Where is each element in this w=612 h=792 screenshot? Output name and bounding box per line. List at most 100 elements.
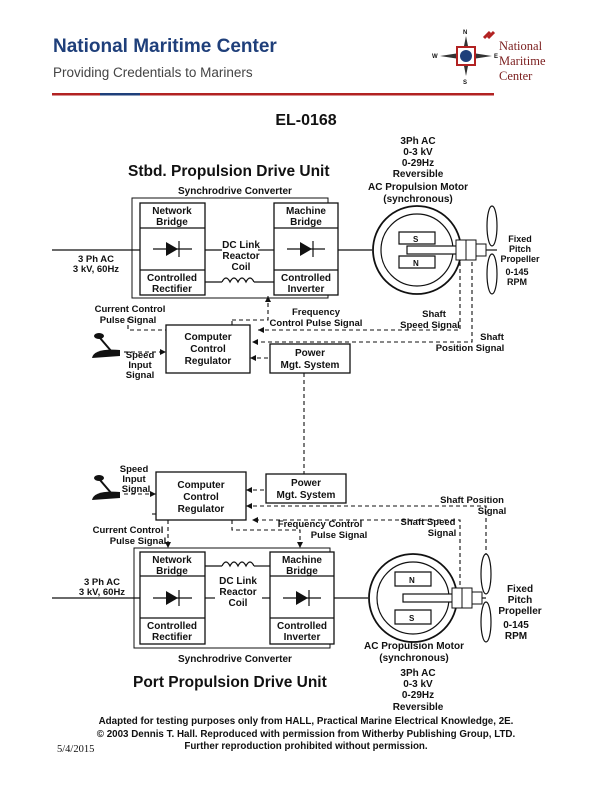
port-propeller-icon — [480, 553, 492, 643]
port-motor-spec: 0-29Hz — [402, 690, 434, 701]
stbd-controlled-rectifier: Rectifier — [152, 284, 192, 295]
compass-n: N — [463, 30, 467, 36]
footer-line: Further reproduction prohibited without … — [184, 741, 428, 752]
stbd-supply-label: 3 Ph AC — [78, 254, 114, 265]
stbd-motor-spec: AC Propulsion Motor — [368, 182, 468, 193]
stbd-motor-spec: (synchronous) — [383, 194, 452, 205]
stbd-propeller-label: Fixed — [508, 234, 532, 244]
stbd-motor-icon: S N — [372, 205, 464, 295]
port-rectifier-block: Network Bridge Controlled Rectifier — [139, 551, 206, 645]
compass-w: W — [432, 54, 438, 60]
stbd-frequency-control: Frequency — [292, 307, 341, 318]
stbd-speed-input: Input — [128, 360, 152, 371]
footer-line: © 2003 Dennis T. Hall. Reproduced with p… — [96, 728, 516, 740]
port-dc-link-label: Reactor — [219, 587, 256, 598]
port-computer-label: Computer — [177, 480, 224, 491]
stbd-rpm: 0-145 — [505, 267, 528, 277]
diode-icon — [287, 241, 325, 257]
stbd-network-bridge: Bridge — [156, 217, 188, 228]
stbd-dc-link-label: DC Link — [222, 240, 260, 251]
coil-icon — [221, 561, 255, 568]
port-shaft-speed: Signal — [428, 528, 457, 539]
port-motor-spec: (synchronous) — [379, 653, 448, 664]
stbd-speed-input: Signal — [126, 370, 155, 381]
stbd-dc-link-label: Coil — [232, 262, 251, 273]
stbd-shaft-speed: Speed Signal — [400, 320, 460, 331]
port-computer-label: Control — [183, 492, 219, 503]
speed-lever-icon — [92, 333, 120, 358]
port-dc-link-label: Coil — [229, 598, 248, 609]
stbd-current-control: Current Control — [95, 304, 166, 315]
stbd-power-label: Power — [295, 348, 325, 359]
port-controlled-rectifier: Rectifier — [152, 632, 192, 643]
stbd-rectifier-block: Network Bridge Controlled Rectifier — [139, 202, 206, 296]
stbd-motor-spec: 0-3 kV — [403, 147, 433, 158]
port-inverter-block: Machine Bridge Controlled Inverter — [269, 551, 335, 645]
logo-wordmark: National Maritime Center — [499, 39, 546, 84]
port-speed-signal-line — [252, 519, 461, 592]
stbd-shaft — [455, 239, 497, 261]
port-speed-input: Signal — [122, 484, 151, 495]
org-title: National Maritime Center — [53, 36, 277, 57]
logo-line: Center — [499, 69, 533, 83]
stbd-shaft-speed: Shaft — [422, 309, 447, 320]
port-dc-link: DC Link Reactor Coil — [205, 561, 270, 609]
port-shaft-position: Shaft Position — [440, 495, 504, 506]
stbd-dc-link-label: Reactor — [222, 251, 259, 262]
stbd-unit: Stbd. Propulsion Drive Unit Synchrodrive… — [52, 136, 540, 381]
stbd-computer-label: Computer — [184, 332, 231, 343]
header-rule-blue — [100, 93, 140, 96]
port-shaft-position: Signal — [478, 506, 507, 517]
port-speed-input: Input — [122, 474, 146, 485]
stbd-power-label: Mgt. System — [281, 360, 340, 371]
stbd-shaft-position: Position Signal — [436, 343, 505, 354]
stbd-machine-bridge: Machine — [286, 206, 326, 217]
stbd-motor-spec: 3Ph AC — [400, 136, 435, 147]
stbd-network-bridge: Network — [152, 206, 192, 217]
org-subtitle: Providing Credentials to Mariners — [53, 65, 253, 80]
port-motor-spec: 0-3 kV — [403, 679, 433, 690]
compass-e: E — [494, 54, 498, 60]
compass-s: S — [463, 80, 467, 86]
stbd-controlled-inverter: Controlled — [281, 273, 331, 284]
diode-icon — [283, 590, 321, 606]
stbd-speed-input: Speed — [126, 350, 155, 361]
port-machine-bridge: Machine — [282, 555, 322, 566]
stbd-inverter-block: Machine Bridge Controlled Inverter — [273, 202, 339, 296]
port-machine-bridge: Bridge — [286, 566, 318, 577]
stbd-machine-bridge: Bridge — [290, 217, 322, 228]
diode-icon — [153, 241, 192, 257]
stbd-supply-label: 3 kV, 60Hz — [73, 264, 119, 275]
port-shaft-speed: Shaft Speed — [401, 517, 456, 528]
port-frequency-control: Frequency Control — [278, 519, 362, 530]
port-supply-label: 3 Ph AC — [84, 577, 120, 588]
port-pole-top: N — [409, 576, 415, 585]
stbd-current-control: Pulse Signal — [100, 315, 157, 326]
stbd-frequency-control: Control Pulse Signal — [270, 318, 363, 329]
port-speed-input: Speed — [120, 464, 149, 475]
port-motor-spec: Reversible — [393, 702, 444, 713]
port-controlled-inverter: Controlled — [277, 621, 327, 632]
stbd-shaft-position: Shaft — [480, 332, 505, 343]
logo-line: Maritime — [499, 54, 546, 68]
stbd-computer-label: Regulator — [185, 356, 232, 367]
port-propeller-label: Propeller — [498, 606, 541, 617]
port-dc-link-label: DC Link — [219, 576, 257, 587]
port-power-label: Mgt. System — [277, 490, 336, 501]
stbd-dc-link: DC Link Reactor Coil — [205, 240, 274, 284]
stbd-frequency-signal-line — [232, 296, 269, 321]
speed-lever-icon — [92, 475, 120, 500]
stbd-propeller-icon — [486, 205, 498, 295]
stbd-motor-spec: 0-29Hz — [402, 158, 434, 169]
port-network-bridge: Network — [152, 555, 192, 566]
stbd-controlled-inverter: Inverter — [288, 284, 325, 295]
port-pole-bottom: S — [409, 614, 415, 623]
stbd-computer-label: Control — [190, 344, 226, 355]
port-network-bridge: Bridge — [156, 566, 188, 577]
stbd-pole-top: S — [413, 235, 419, 244]
stbd-propeller-label: Pitch — [509, 244, 531, 254]
compass-logo-icon: N S E W — [432, 30, 498, 86]
port-propeller-label: Pitch — [508, 595, 532, 606]
stbd-current-signal-line — [127, 318, 168, 331]
